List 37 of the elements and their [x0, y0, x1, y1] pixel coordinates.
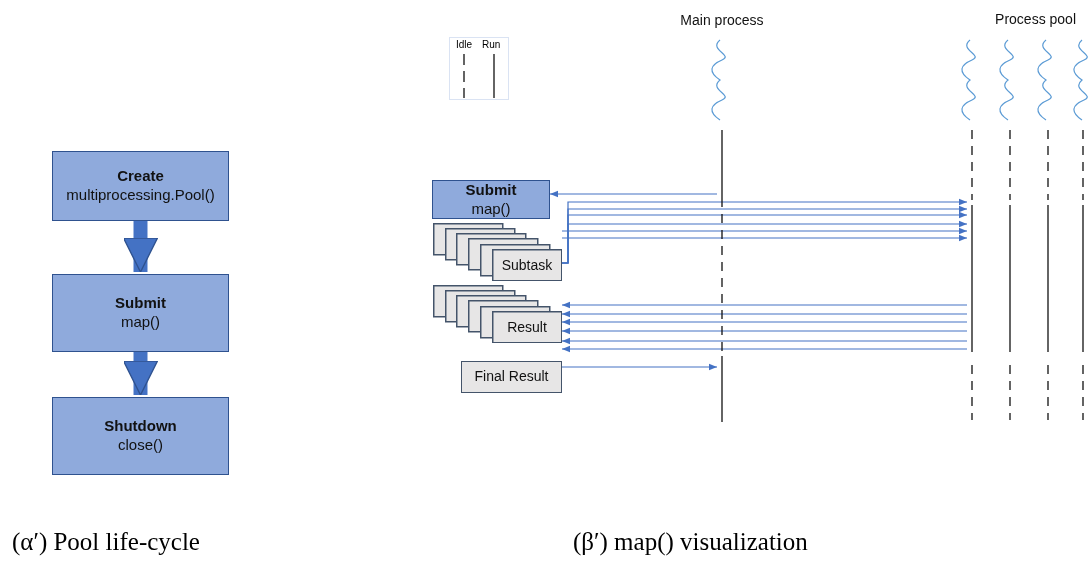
- box-text: Final Result: [474, 368, 549, 386]
- lifeline-title: Main process: [680, 12, 764, 30]
- figure-caption: (β′) map() visualization: [573, 528, 808, 556]
- box-heading: Submit: [115, 294, 166, 313]
- arrow: [561, 234, 968, 242]
- box-heading: Submit: [465, 180, 517, 200]
- arrow: [561, 227, 968, 235]
- arrow: [561, 327, 968, 335]
- arrow: [561, 363, 718, 371]
- box-heading: Shutdown: [104, 417, 177, 436]
- box-text: map(): [471, 199, 511, 219]
- arrow: [122, 221, 159, 273]
- box-text: Result: [506, 319, 548, 337]
- box-text: close(): [118, 436, 163, 455]
- legend-label: Run: [482, 39, 501, 52]
- figure-caption: (α′) Pool life-cycle: [12, 528, 200, 556]
- card-stack: [433, 285, 562, 343]
- box-text: map(): [120, 313, 161, 332]
- arrow: [561, 220, 968, 264]
- arrow: [561, 301, 968, 309]
- process-box: [461, 361, 562, 393]
- arrow: [561, 345, 968, 353]
- arrow: [561, 310, 968, 318]
- arrow: [561, 318, 968, 326]
- arrow: [549, 190, 718, 198]
- process-box: [52, 397, 229, 475]
- process-box: [52, 274, 229, 352]
- box-text: multiprocessing.Pool(): [66, 186, 215, 205]
- box-text: Subtask: [500, 257, 554, 275]
- arrow: [122, 352, 159, 396]
- legend-label: Idle: [456, 39, 473, 52]
- box-heading: Create: [117, 167, 164, 186]
- lifeline-title: Process pool: [995, 11, 1076, 29]
- card-stack: [433, 223, 562, 281]
- arrow: [561, 337, 968, 345]
- process-box: [432, 180, 550, 219]
- process-box: [52, 151, 229, 221]
